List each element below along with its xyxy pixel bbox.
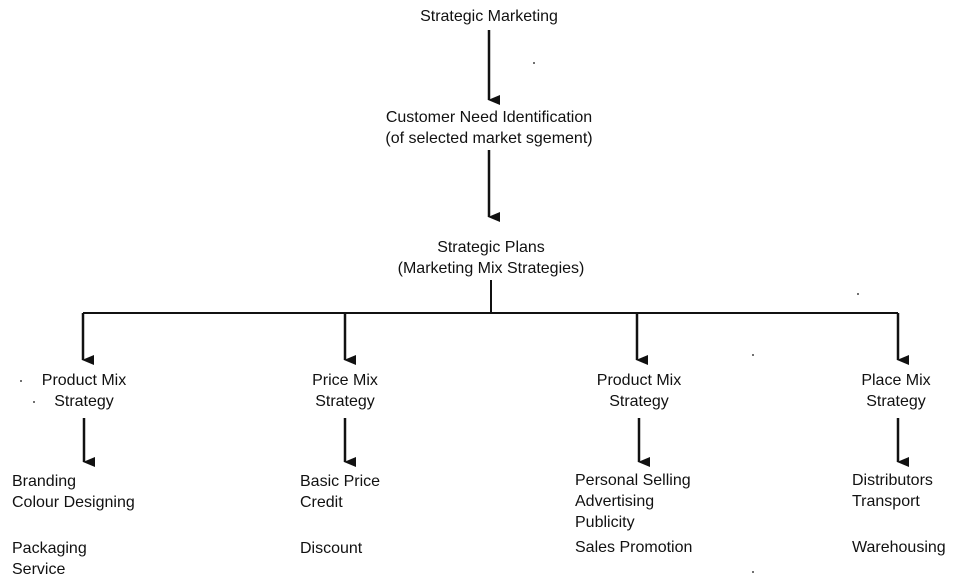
strategy-2-item: Credit — [300, 494, 343, 511]
strategy-2-line-2: Strategy — [315, 393, 375, 410]
strategy-4-line-2: Strategy — [866, 393, 926, 410]
strategy-3-line-1: Product Mix — [596, 372, 682, 389]
strategy-1-line-1: Product Mix — [41, 372, 127, 389]
strategy-1-line-2: Strategy — [54, 393, 114, 410]
strategy-1-item: Branding — [12, 473, 77, 490]
node-strategy-3: Product Mix Strategy — [569, 370, 709, 412]
node-strategy-1: Product Mix Strategy — [14, 370, 154, 412]
node-strategic-plans: Strategic Plans (Marketing Mix Strategie… — [341, 237, 641, 279]
strategy-1-item: Colour Designing — [12, 494, 135, 511]
node-strategic-marketing: Strategic Marketing — [389, 6, 589, 27]
node-customer-need-identification: Customer Need Identification (of selecte… — [339, 107, 639, 149]
scan-speck — [857, 293, 859, 295]
scan-speck — [20, 380, 22, 382]
scan-speck — [33, 401, 35, 403]
scan-speck — [752, 354, 754, 356]
strategy-3-items-top: Personal Selling Advertising Publicity — [575, 470, 691, 533]
strategy-1-items-bottom: Packaging Service — [12, 538, 87, 580]
strategy-2-line-1: Price Mix — [312, 372, 378, 389]
strategy-1-item: Packaging — [12, 540, 87, 557]
scan-speck — [752, 571, 754, 573]
strategy-4-item: Warehousing — [852, 539, 946, 556]
strategy-4-items-top: Distributors Transport — [852, 470, 933, 512]
strategy-2-item: Basic Price — [300, 473, 381, 490]
strategy-2-item: Discount — [300, 540, 363, 557]
strategy-3-item: Publicity — [575, 514, 635, 531]
node-customer-need-line-2: (of selected market sgement) — [385, 130, 593, 147]
strategy-4-item: Transport — [852, 493, 920, 510]
strategy-4-line-1: Place Mix — [861, 372, 931, 389]
strategy-3-item: Advertising — [575, 493, 655, 510]
strategy-1-item: Service — [12, 561, 66, 578]
node-strategy-2: Price Mix Strategy — [275, 370, 415, 412]
strategy-2-items-top: Basic Price Credit — [300, 471, 380, 513]
strategy-4-item: Distributors — [852, 472, 933, 489]
node-strategy-4: Place Mix Strategy — [826, 370, 966, 412]
strategy-1-items-top: Branding Colour Designing — [12, 471, 135, 513]
strategy-3-items-bottom: Sales Promotion — [575, 537, 692, 558]
strategy-4-items-bottom: Warehousing — [852, 537, 946, 558]
node-strategic-plans-line-1: Strategic Plans — [437, 239, 545, 256]
strategy-2-items-bottom: Discount — [300, 538, 362, 559]
node-customer-need-line-1: Customer Need Identification — [385, 109, 593, 126]
scan-speck — [533, 62, 535, 64]
strategy-3-item: Sales Promotion — [575, 539, 693, 556]
node-strategic-plans-line-2: (Marketing Mix Strategies) — [397, 260, 585, 277]
strategy-3-item: Personal Selling — [575, 472, 691, 489]
node-strategic-marketing-label: Strategic Marketing — [420, 8, 558, 25]
strategy-3-line-2: Strategy — [609, 393, 669, 410]
